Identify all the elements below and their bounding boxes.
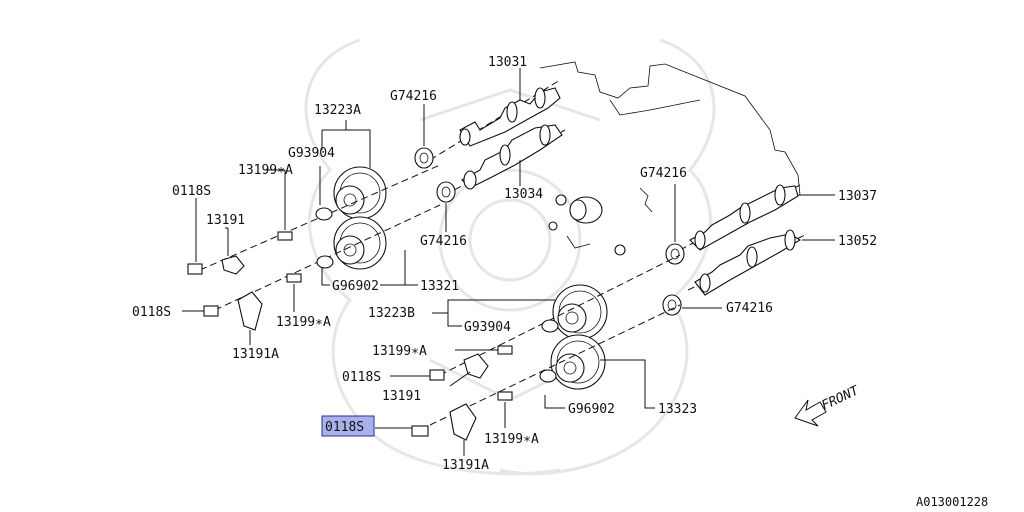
leader-lines (225, 68, 835, 409)
o-ring-g93904-upper (315, 207, 333, 221)
bolt-0118S-4 (375, 425, 429, 437)
cam-follower-parts (548, 187, 653, 256)
label-g93904-upper: G93904 (288, 146, 335, 161)
label-0118s-3: 0118S (342, 370, 381, 385)
label-13321: 13321 (420, 279, 459, 294)
valve-13199A-3 (497, 345, 513, 355)
label-13191-2: 13191 (382, 389, 421, 404)
label-13191-1: 13191 (206, 213, 245, 228)
oil-seal-g74216-right-bottom (662, 294, 722, 316)
sprocket-13223B (552, 284, 608, 340)
plate-13191A-1 (237, 291, 263, 345)
camshaft-13037 (679, 184, 801, 251)
o-ring-g96902-lower (539, 369, 557, 383)
label-g96902-upper: G96902 (332, 279, 379, 294)
oil-seal-g74216-top (414, 104, 434, 169)
sprocket-13321 (333, 216, 387, 270)
plate-13191-1 (221, 228, 245, 275)
sprocket-13223A (333, 166, 387, 220)
label-13034: 13034 (504, 187, 543, 202)
front-arrow: FRONT (794, 383, 862, 427)
label-13199a-3: 13199∗A (372, 344, 427, 359)
label-13191a-2: 13191A (442, 458, 489, 473)
label-13199a-4: 13199∗A (484, 432, 539, 447)
label-13223B: 13223B (368, 306, 415, 321)
cylinder-head-outline (539, 61, 801, 196)
plate-13191-2 (449, 353, 489, 387)
label-13191a-1: 13191A (232, 347, 279, 362)
oil-seal-g74216-mid (436, 181, 456, 232)
label-13037: 13037 (838, 189, 877, 204)
label-g74216-right-bottom: G74216 (726, 301, 773, 316)
valve-13199A-1 (277, 170, 293, 241)
oil-seal-g74216-right-top (665, 184, 685, 265)
camshaft-13034 (444, 124, 566, 196)
valve-13199A-2 (286, 273, 302, 312)
plate-13191A-2 (449, 403, 477, 456)
label-0118s-2: 0118S (132, 305, 171, 320)
label-g74216-right-top: G74216 (640, 166, 687, 181)
label-g74216-top: G74216 (390, 89, 437, 104)
label-0118s-4: 0118S (325, 420, 364, 435)
label-13031: 13031 (488, 55, 527, 70)
label-13052: 13052 (838, 234, 877, 249)
label-13323: 13323 (658, 402, 697, 417)
bolt-0118S-3 (390, 369, 445, 381)
label-g96902-lower: G96902 (568, 402, 615, 417)
highlighted-part-0118s[interactable]: 0118S (321, 415, 375, 437)
diagram-code: A013001228 (916, 495, 988, 509)
valve-13199A-4 (497, 391, 513, 428)
label-0118s-1: 0118S (172, 184, 211, 199)
o-ring-g93904-lower (541, 319, 559, 333)
bolt-0118S-2 (182, 305, 219, 317)
camshaft-13052 (687, 229, 806, 296)
label-g93904-lower: G93904 (464, 320, 511, 335)
camshaft-13031 (429, 79, 561, 161)
label-13223A: 13223A (314, 103, 361, 118)
front-label: FRONT (819, 383, 862, 414)
bolt-0118S-1 (187, 198, 203, 275)
o-ring-g96902-upper (316, 255, 334, 269)
sprocket-13323 (550, 334, 606, 390)
label-13199a-1: 13199∗A (238, 163, 293, 178)
label-13199a-2: 13199∗A (276, 315, 331, 330)
label-g74216-mid: G74216 (420, 234, 467, 249)
part-labels: 13031 13034 13037 13052 13223A 13223B 13… (132, 55, 877, 473)
